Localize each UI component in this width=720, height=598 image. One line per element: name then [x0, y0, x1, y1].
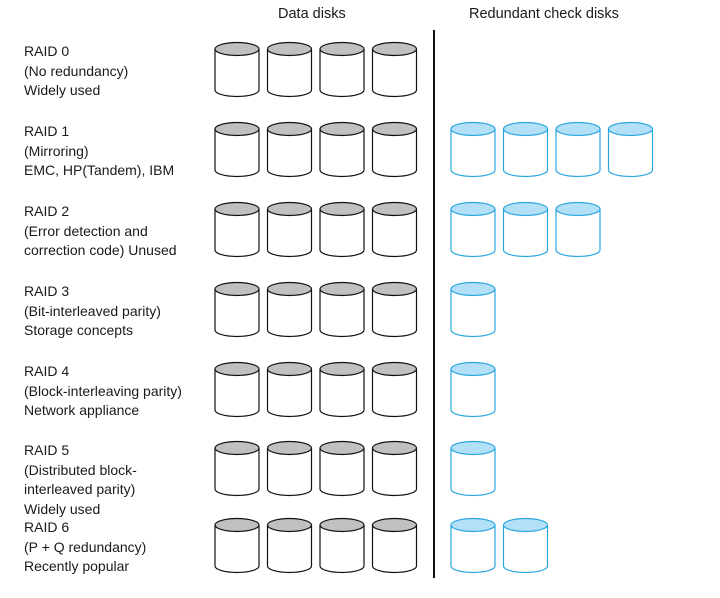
disk-group — [214, 41, 418, 98]
check-disk-icon — [555, 121, 601, 178]
data-disk-icon — [371, 281, 418, 338]
raid-label-line: RAID 5 — [24, 442, 70, 458]
data-disk-icon — [371, 201, 418, 258]
raid-label: RAID 4 (Block-interleaving parity) Network… — [24, 362, 182, 421]
data-disk-icon — [266, 41, 313, 98]
raid-label-line: (Bit-interleaved parity) — [24, 302, 161, 319]
disk-group — [214, 281, 496, 338]
data-disk-icon — [214, 281, 260, 338]
raid-row: RAID 4 (Block-interleaving parity) Network… — [0, 361, 720, 442]
raid-label-line: Widely used — [24, 500, 101, 517]
data-disk-icon — [319, 201, 365, 258]
raid-label-line: (Distributed block- — [24, 461, 137, 478]
raid-label-line: Widely used — [24, 82, 101, 98]
disk-group — [214, 361, 496, 418]
check-disk-icon — [450, 201, 496, 258]
disk-group — [214, 517, 549, 574]
check-disk-icon — [450, 361, 496, 418]
raid-row: RAID 0 (No redundancy) Widely used — [0, 41, 720, 122]
check-disks-header: Redundant check disks — [469, 6, 619, 22]
data-disk-icon — [319, 440, 365, 497]
check-disk-icon — [502, 201, 549, 258]
data-disk-icon — [266, 121, 313, 178]
data-disk-icon — [371, 361, 418, 418]
check-disk-icon — [450, 121, 496, 178]
data-disk-icon — [214, 201, 260, 258]
raid-label: RAID 1 (Mirroring) EMC, HP(Tandem), IBM — [24, 122, 174, 181]
raid-label-line: Recently popular — [24, 558, 130, 574]
check-disk-icon — [555, 201, 601, 258]
raid-label: RAID 5 (Distributed block-interleaved par… — [24, 441, 137, 519]
data-disk-icon — [266, 281, 313, 338]
disk-group — [214, 121, 654, 178]
raid-row: RAID 5 (Distributed block-interleaved par… — [0, 440, 720, 521]
data-disk-icon — [214, 440, 260, 497]
raid-label-line: RAID 0 — [24, 43, 70, 59]
disk-group — [214, 201, 601, 258]
check-disk-icon — [450, 281, 496, 338]
raid-row: RAID 1 (Mirroring) EMC, HP(Tandem), IBM — [0, 121, 720, 202]
raid-label: RAID 2 (Error detection and correction cod… — [24, 202, 177, 261]
data-disk-icon — [371, 440, 418, 497]
raid-label-line: RAID 3 — [24, 283, 70, 299]
raid-label-line: Network appliance — [24, 402, 140, 418]
disk-group — [214, 440, 496, 497]
check-disk-icon — [450, 440, 496, 497]
data-disk-icon — [371, 41, 418, 98]
data-disk-icon — [214, 517, 260, 574]
data-disk-icon — [266, 201, 313, 258]
check-disk-icon — [502, 517, 549, 574]
raid-label-line: (Error detection and — [24, 222, 148, 239]
raid-label-line: EMC, HP(Tandem), IBM — [24, 162, 175, 178]
divider-line — [433, 30, 435, 578]
data-disk-icon — [319, 41, 365, 98]
data-disk-icon — [319, 517, 365, 574]
data-disk-icon — [214, 121, 260, 178]
raid-label-line: RAID 4 — [24, 363, 70, 379]
raid-label-line: (Block-interleaving parity) — [24, 382, 182, 399]
data-disk-icon — [319, 361, 365, 418]
raid-label: RAID 0 (No redundancy) Widely used — [24, 42, 128, 101]
data-disk-icon — [266, 517, 313, 574]
data-disk-icon — [371, 517, 418, 574]
data-disk-icon — [214, 361, 260, 418]
raid-label-line: (Mirroring) — [24, 142, 89, 159]
data-disk-icon — [371, 121, 418, 178]
check-disk-icon — [607, 121, 654, 178]
raid-label-line: interleaved parity) — [24, 481, 136, 497]
data-disk-icon — [214, 41, 260, 98]
check-disk-icon — [450, 517, 496, 574]
raid-label-line: RAID 6 — [24, 519, 70, 535]
raid-row: RAID 6 (P + Q redundancy) Recently popular — [0, 517, 720, 598]
raid-row: RAID 2 (Error detection and correction cod… — [0, 201, 720, 282]
check-disk-icon — [502, 121, 549, 178]
data-disk-icon — [266, 440, 313, 497]
raid-row: RAID 3 (Bit-interleaved parity) Storage co… — [0, 281, 720, 362]
raid-label-line: (No redundancy) — [24, 62, 129, 79]
raid-label-line: RAID 1 — [24, 123, 70, 139]
raid-label-line: Storage concepts — [24, 322, 133, 338]
raid-label-line: RAID 2 — [24, 203, 70, 219]
raid-label-line: correction code) Unused — [24, 242, 177, 258]
raid-label-line: (P + Q redundancy) — [24, 538, 147, 555]
data-disk-icon — [319, 121, 365, 178]
data-disk-icon — [266, 361, 313, 418]
data-disk-icon — [319, 281, 365, 338]
data-disks-header: Data disks — [278, 6, 346, 22]
raid-label: RAID 3 (Bit-interleaved parity) Storage co… — [24, 282, 161, 341]
raid-label: RAID 6 (P + Q redundancy) Recently popular — [24, 518, 146, 577]
